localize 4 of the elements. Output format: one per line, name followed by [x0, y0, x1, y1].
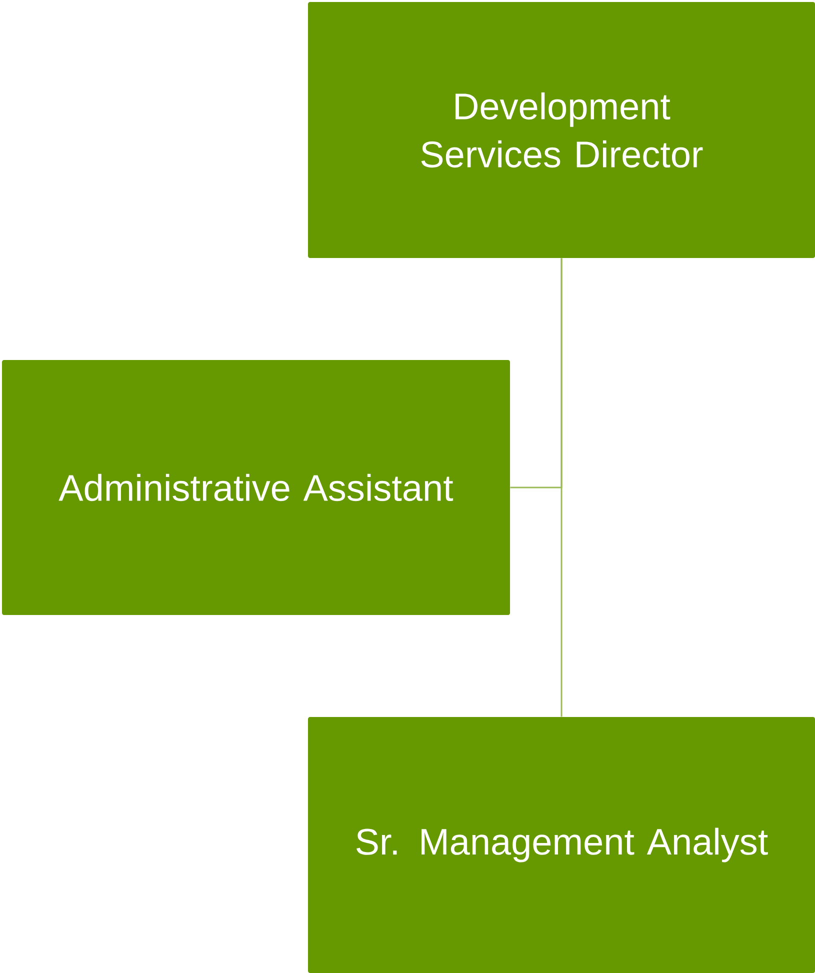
org-box: Administrative Assistant: [2, 360, 510, 615]
org-box: Sr. Management Analyst: [308, 717, 815, 973]
connector-line: [560, 258, 562, 717]
org-box: Development Services Director: [308, 2, 815, 258]
